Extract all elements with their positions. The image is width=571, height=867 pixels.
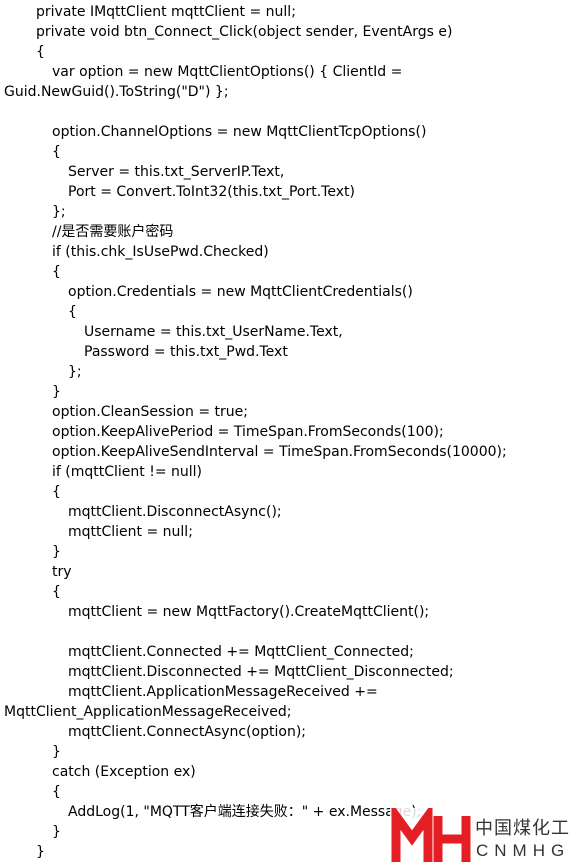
code-line: { [52, 264, 61, 280]
code-line: }; [68, 364, 82, 380]
code-line: mqttClient.Disconnected += MqttClient_Di… [68, 664, 454, 680]
cnmhg-logo-icon [391, 808, 471, 862]
code-line: option.KeepAliveSendInterval = TimeSpan.… [52, 444, 507, 460]
code-line: mqttClient = new MqttFactory().CreateMqt… [68, 604, 430, 620]
code-line: Password = this.txt_Pwd.Text [84, 344, 288, 360]
code-line: var option = new MqttClientOptions() { C… [52, 64, 403, 80]
code-line: }; [52, 204, 66, 220]
code-line: option.Credentials = new MqttClientCrede… [68, 284, 413, 300]
code-line: } [52, 544, 61, 560]
code-line: private IMqttClient mqttClient = null; [36, 4, 296, 20]
code-line: } [52, 384, 61, 400]
code-line: AddLog(1, "MQTT客户端连接失败：" + ex.Message); [68, 804, 422, 820]
code-comment: //是否需要账户密码 [52, 224, 174, 240]
code-line: { [52, 484, 61, 500]
code-line: mqttClient.Connected += MqttClient_Conne… [68, 644, 414, 660]
code-line: catch (Exception ex) [52, 764, 196, 780]
code-line: Username = this.txt_UserName.Text, [84, 324, 343, 340]
code-line: MqttClient_ApplicationMessageReceived; [4, 704, 292, 720]
code-line: { [36, 44, 45, 60]
code-line: } [36, 844, 45, 860]
logo-chinese-text: 中国煤化工 [475, 818, 570, 839]
code-line: private void btn_Connect_Click(object se… [36, 24, 453, 40]
code-line: Server = this.txt_ServerIP.Text, [68, 164, 285, 180]
code-line: option.CleanSession = true; [52, 404, 248, 420]
code-line: option.ChannelOptions = new MqttClientTc… [52, 124, 427, 140]
code-line: { [52, 584, 61, 600]
code-line: option.KeepAlivePeriod = TimeSpan.FromSe… [52, 424, 444, 440]
code-line: { [52, 144, 61, 160]
code-line: mqttClient = null; [68, 524, 193, 540]
watermark-logo: 中国煤化工 CNMHG [390, 808, 571, 867]
code-line: mqttClient.ConnectAsync(option); [68, 724, 307, 740]
code-line: mqttClient.ApplicationMessageReceived += [68, 684, 378, 700]
code-line: } [52, 824, 61, 840]
code-line: mqttClient.DisconnectAsync(); [68, 504, 282, 520]
code-line: if (this.chk_IsUsePwd.Checked) [52, 244, 269, 260]
code-line: { [52, 784, 61, 800]
code-line: Port = Convert.ToInt32(this.txt_Port.Tex… [68, 184, 355, 200]
code-line: if (mqttClient != null) [52, 464, 202, 480]
code-line: Guid.NewGuid().ToString("D") }; [4, 84, 229, 100]
code-line: { [68, 304, 77, 320]
logo-letters: CNMHG [476, 841, 571, 860]
code-line: } [52, 744, 61, 760]
code-line: try [52, 564, 72, 580]
